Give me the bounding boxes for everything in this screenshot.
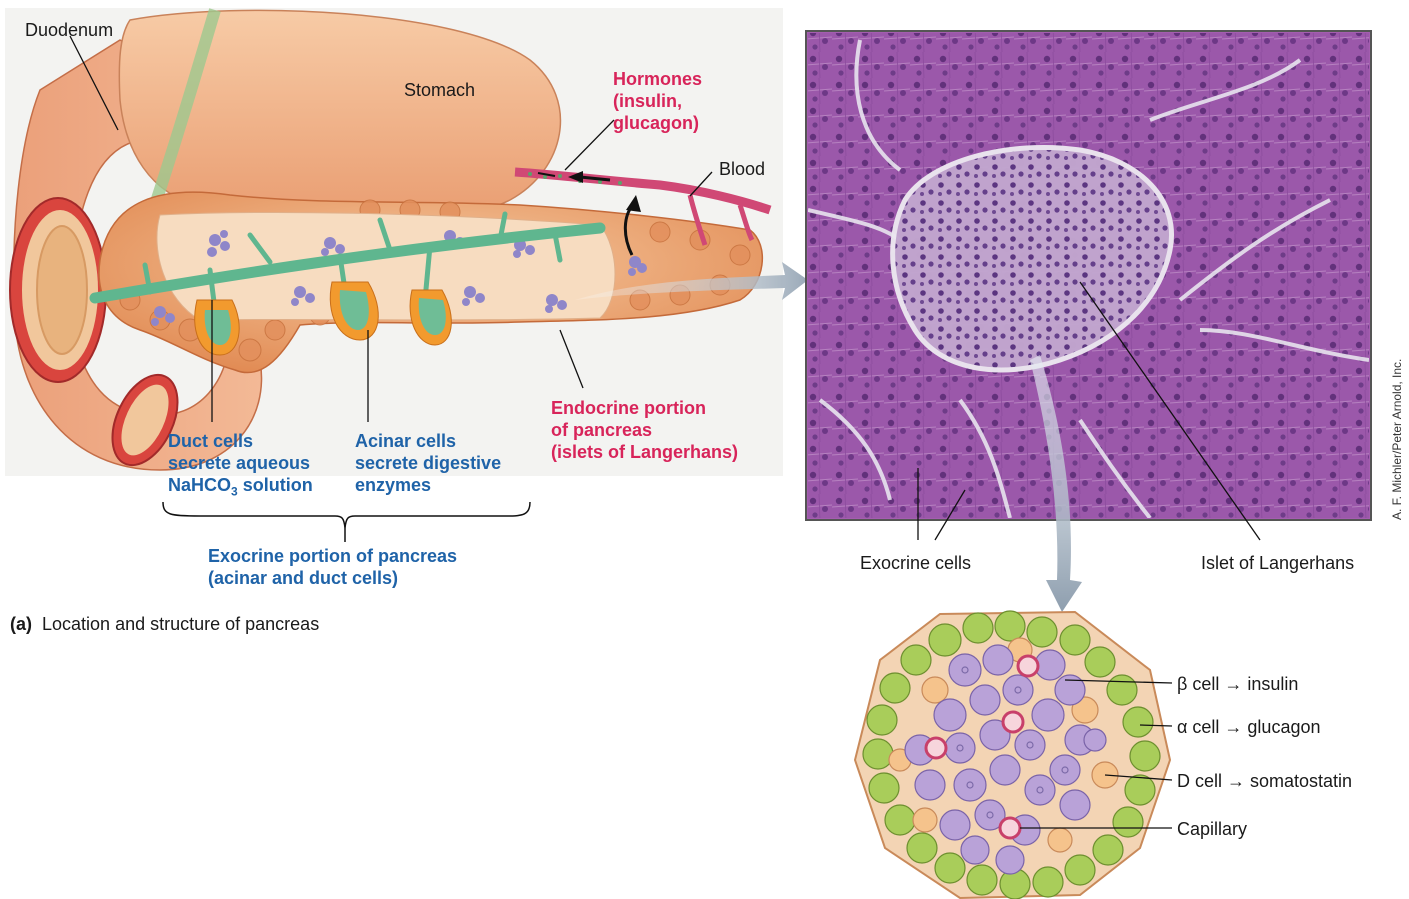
label-endocrine-portion: Endocrine portion of pancreas (islets of… <box>551 397 738 463</box>
label-d-cell: D cell → somatostatin <box>1177 770 1352 792</box>
label-acinar-cells: Acinar cells secrete digestive enzymes <box>355 430 501 496</box>
islet-schematic <box>855 611 1172 899</box>
label-exocrine-cells: Exocrine cells <box>860 552 971 574</box>
label-blood: Blood <box>719 158 765 180</box>
figure-caption: (a) Location and structure of pancreas <box>10 613 319 635</box>
exocrine-bracket <box>163 502 530 528</box>
label-beta-cell: β cell → insulin <box>1177 673 1298 695</box>
label-islet-of-langerhans: Islet of Langerhans <box>1201 552 1354 574</box>
label-capillary: Capillary <box>1177 818 1247 840</box>
label-hormones: Hormones (insulin, glucagon) <box>613 68 702 134</box>
label-exocrine-portion: Exocrine portion of pancreas (acinar and… <box>208 545 457 589</box>
label-duodenum: Duodenum <box>25 19 113 41</box>
label-alpha-cell: α cell → glucagon <box>1177 716 1320 738</box>
label-stomach: Stomach <box>404 79 475 101</box>
photo-credit: A. F. Michler/Peter Arnold, Inc. <box>1390 359 1404 520</box>
label-duct-cells: Duct cells secrete aqueous NaHCO3 soluti… <box>168 430 313 503</box>
islet-micrograph <box>806 31 1371 612</box>
